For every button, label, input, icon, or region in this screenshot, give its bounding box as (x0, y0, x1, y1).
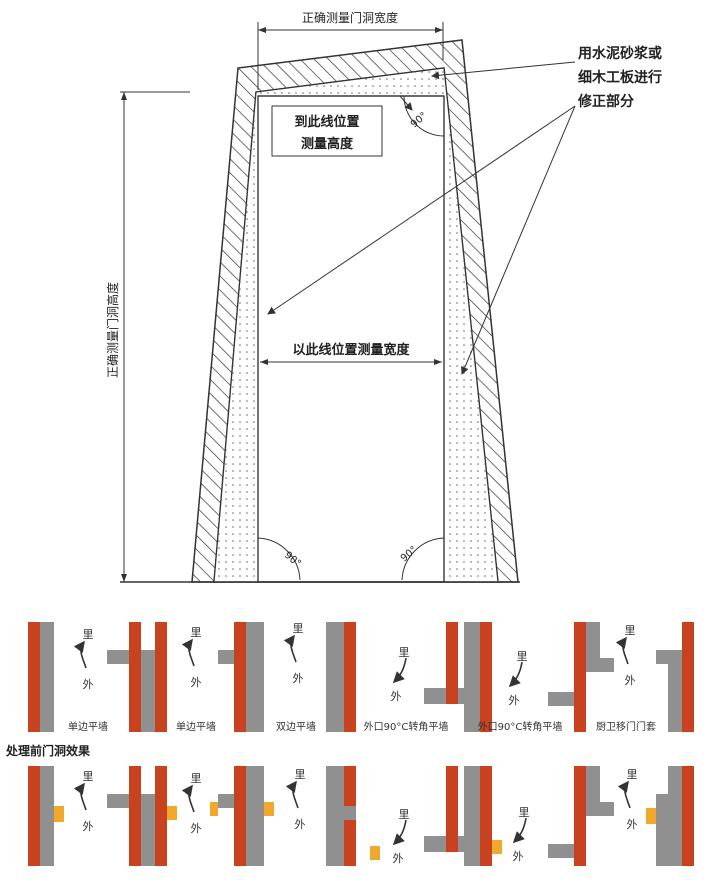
wall-type-4 (326, 622, 407, 732)
door-frame-diagram: 正确测量门洞宽度 正确测量门洞高度 到此线位置 测量高度 90° 以此线位置测量… (105, 10, 662, 583)
width-line-label: 以此线位置测量宽度 (292, 342, 410, 358)
outside-label: 外 (626, 818, 638, 831)
inside-label: 里 (190, 772, 202, 785)
inside-label: 里 (626, 768, 638, 781)
effect-section-title: 处理前门洞效果 (6, 744, 91, 758)
outside-label: 外 (190, 822, 202, 835)
wall-type-caption: 外口90°C转角平墙 (363, 722, 449, 733)
inside-label: 里 (294, 768, 306, 781)
inside-label: 里 (518, 806, 530, 819)
inside-label: 里 (82, 770, 94, 783)
inside-label: 里 (190, 626, 202, 639)
top-dimension: 正确测量门洞宽度 (257, 10, 444, 90)
outside-label: 外 (508, 694, 520, 707)
wall-type-2 (107, 622, 195, 732)
outside-label: 外 (82, 678, 94, 691)
wall-type-1 (28, 622, 87, 732)
wall-type-3-after (210, 766, 299, 866)
wall-type-caption: 单边平墙 (68, 722, 108, 733)
wall-types-panel: 里 外 里 外 里 外 里 外 里 外 里 外 单边平墙 单边平墙 双边平墙 外… (0, 600, 717, 884)
wall-type-5 (424, 622, 523, 732)
wall-type-caption: 单边平墙 (176, 722, 216, 733)
inside-label: 里 (292, 622, 304, 635)
inside-label: 里 (516, 650, 528, 663)
wall-type-3 (218, 622, 297, 732)
row-before (28, 622, 694, 732)
outside-label: 外 (390, 690, 402, 703)
inside-label: 里 (398, 646, 410, 659)
correction-label-1: 用水泥砂浆或 (578, 45, 662, 62)
inside-label: 里 (624, 624, 636, 637)
door-opening (259, 97, 443, 581)
wall-type-2-after (107, 766, 195, 866)
inside-label: 里 (398, 808, 410, 821)
wall-type-4-after (326, 766, 407, 866)
wall-type-1-after (28, 766, 87, 866)
outside-label: 外 (190, 676, 202, 689)
height-line-label-2: 测量高度 (301, 136, 354, 152)
inside-label: 里 (82, 628, 94, 641)
outside-label: 外 (292, 672, 304, 685)
wall-type-caption: 外口90°C转角平墙 (477, 722, 563, 733)
correction-label-3: 修正部分 (577, 93, 634, 110)
outside-label: 外 (392, 852, 404, 865)
wall-type-caption: 双边平墙 (276, 722, 316, 733)
wall-type-5-after (424, 766, 527, 866)
row-after (28, 766, 694, 866)
outside-label: 外 (82, 820, 94, 833)
height-line-label-box: 到此线位置 测量高度 (271, 105, 383, 157)
width-measure-line: 以此线位置测量宽度 (260, 342, 442, 365)
height-line-label-1: 到此线位置 (294, 114, 359, 130)
wall-type-caption: 厨卫移门门套 (596, 722, 656, 733)
outside-label: 外 (512, 850, 524, 863)
left-dimension-label: 正确测量门洞高度 (105, 282, 120, 378)
top-dimension-label: 正确测量门洞宽度 (302, 10, 398, 25)
wall-types-graphic (28, 622, 694, 866)
left-dimension: 正确测量门洞高度 (105, 91, 190, 583)
correction-label-2: 细木工板进行 (578, 69, 662, 86)
outside-label: 外 (294, 818, 306, 831)
wall-type-6 (548, 622, 694, 732)
wall-type-6-after (548, 766, 694, 866)
correction-callout: 用水泥砂浆或 细木工板进行 修正部分 (267, 45, 662, 375)
outside-label: 外 (624, 674, 636, 687)
